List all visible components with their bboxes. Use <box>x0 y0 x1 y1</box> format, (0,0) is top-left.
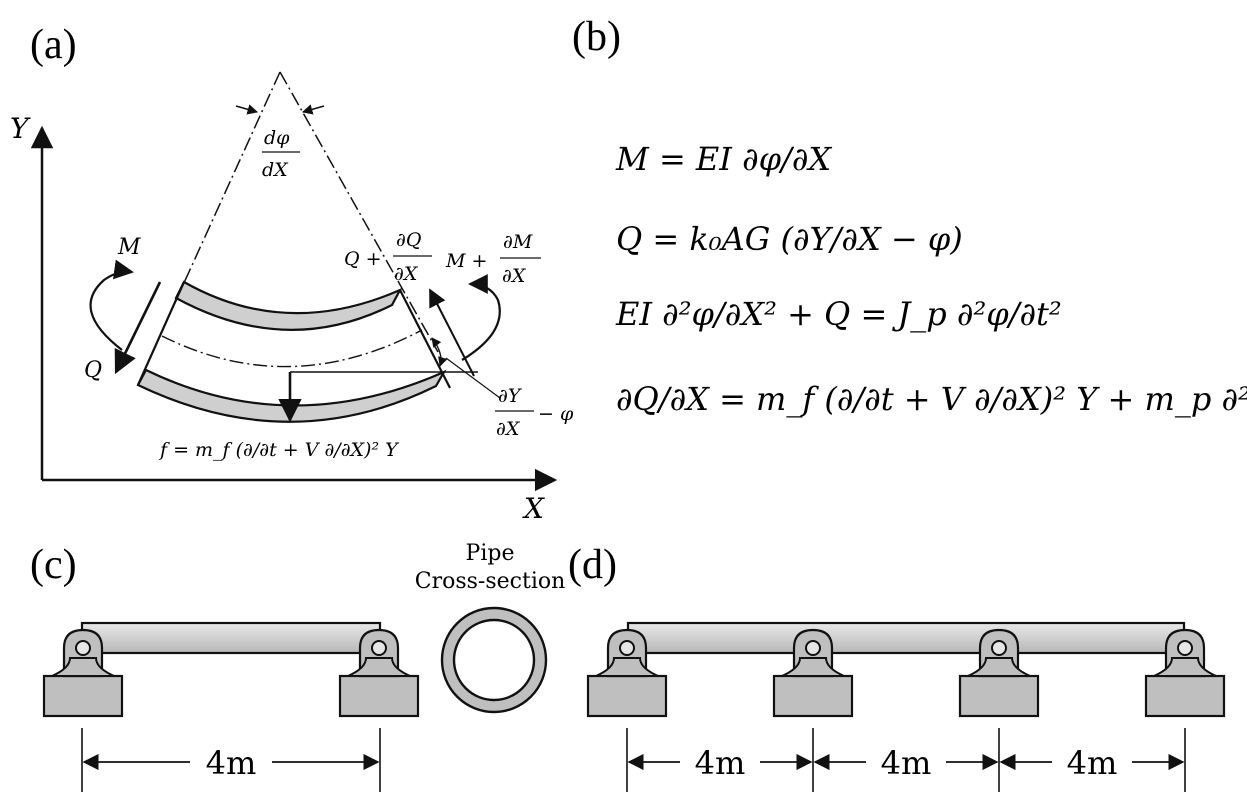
equation-transverse: ∂Q/∂X = m_f (∂/∂t + V ∂/∂X)² Y + m_p ∂²Y… <box>616 380 1247 418</box>
span-d1-label: 4m <box>695 744 746 782</box>
cross-section-title-line1: Pipe <box>466 541 515 566</box>
support-left <box>42 628 124 718</box>
moment-left-label: M <box>117 235 141 260</box>
slope-leader-line <box>445 357 501 399</box>
pipe-cross-section: Pipe Cross-section <box>415 541 566 714</box>
x-axis-label: X <box>522 492 545 525</box>
moment-right-prefix: M + <box>445 250 487 272</box>
angle-arrow-right <box>301 104 325 115</box>
angle-denominator: dX <box>262 159 289 181</box>
panel-c-single-span: 4m <box>42 621 420 792</box>
y-axis-label: Y <box>10 112 31 145</box>
slope-angle-arc <box>431 337 448 367</box>
equation-rotation: EI ∂²φ/∂X² + Q = J_p ∂²φ/∂t² <box>615 295 1062 333</box>
panel-label-d: (d) <box>568 542 617 588</box>
support-d-4 <box>1144 628 1226 718</box>
slope-suffix: − φ <box>538 403 574 425</box>
panel-b-equations: M = EI ∂φ/∂X Q = k₀AG (∂Y/∂X − φ) EI ∂²φ… <box>615 140 1247 418</box>
pipe-continuous <box>626 621 1186 655</box>
shear-right-arrow <box>429 288 475 377</box>
beam-left-face <box>136 281 186 386</box>
moment-left-arrow <box>89 259 134 351</box>
span-d2-label: 4m <box>881 744 932 782</box>
panel-label-b: (b) <box>572 14 621 60</box>
shear-right-numerator: ∂Q <box>396 229 421 251</box>
panel-d-multi-span: 4m 4m 4m <box>586 621 1226 792</box>
support-right <box>338 628 420 718</box>
shear-left-label: Q <box>84 358 102 383</box>
slope-denominator: ∂X <box>496 418 521 440</box>
support-d-2 <box>772 628 854 718</box>
pipe-inner-bore <box>452 618 536 702</box>
equation-moment: M = EI ∂φ/∂X <box>615 140 832 178</box>
shear-right-denominator: ∂X <box>394 263 419 285</box>
support-d-1 <box>586 628 668 718</box>
equation-shear: Q = k₀AG (∂Y/∂X − φ) <box>616 220 963 258</box>
angle-arrow-left <box>235 104 259 115</box>
support-d-3 <box>958 628 1040 718</box>
panel-a-diagram: Y X dφ dX M Q Q + ∂Q ∂X M + <box>10 71 574 525</box>
moment-right-numerator: ∂M <box>503 231 533 253</box>
moment-right-arrow <box>461 274 501 361</box>
panel-label-a: (a) <box>30 22 77 68</box>
radial-line-right <box>279 71 439 353</box>
cross-section-title-line2: Cross-section <box>415 569 566 594</box>
neutral-axis <box>161 329 423 368</box>
force-equation: f = m_f (∂/∂t + V ∂/∂X)² Y <box>158 439 400 461</box>
shear-left-arrow <box>114 281 162 375</box>
beam-lower-wall <box>136 368 447 423</box>
angle-numerator: dφ <box>264 127 290 149</box>
slope-numerator: ∂Y <box>498 385 523 407</box>
panel-label-c: (c) <box>30 542 77 588</box>
pipe-span <box>80 621 382 655</box>
beam-right-face <box>399 289 451 389</box>
beam-upper-wall <box>174 280 403 331</box>
moment-right-denominator: ∂X <box>502 265 527 287</box>
span-d3-label: 4m <box>1067 744 1118 782</box>
shear-right-prefix: Q + <box>344 248 382 270</box>
span-length-label: 4m <box>206 744 257 782</box>
